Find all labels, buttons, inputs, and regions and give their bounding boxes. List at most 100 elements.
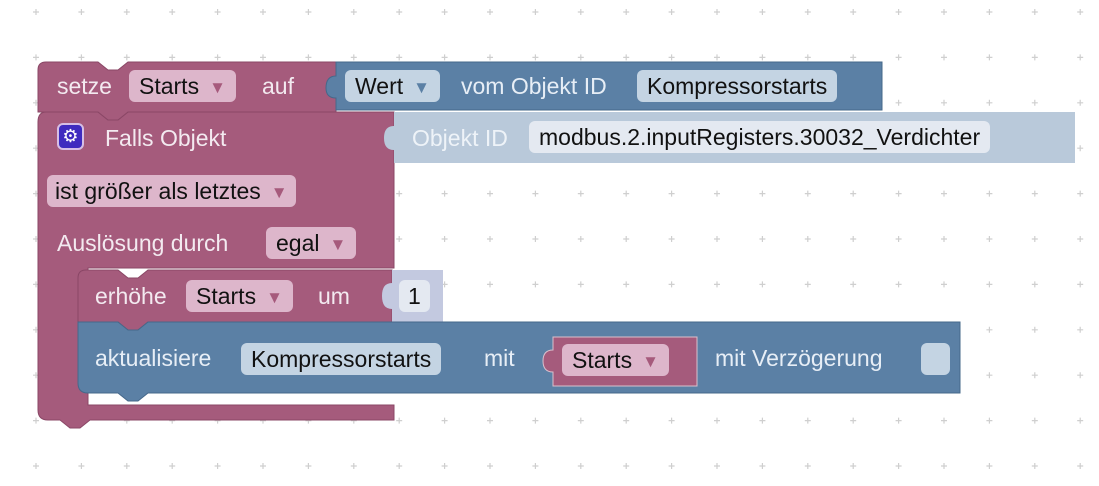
grid-dot: [714, 54, 720, 61]
dropdown-arrow-icon: ▼: [413, 78, 430, 97]
grid-dot: [1031, 54, 1038, 61]
grid-dot: [850, 463, 857, 469]
value-attribute-dropdown[interactable]: Wert ▼: [345, 70, 440, 102]
dropdown-arrow-icon: ▼: [266, 288, 283, 307]
grid-dot: [214, 54, 221, 61]
grid-dot: [986, 326, 993, 333]
grid-dot: [986, 281, 993, 288]
grid-dot: [78, 54, 85, 61]
grid-dot: [895, 99, 902, 106]
grid-dot: [759, 9, 766, 15]
value-object-id-field[interactable]: Kompressorstarts: [637, 70, 838, 102]
set-variable-value: Starts: [139, 73, 200, 99]
grid-dot: [986, 463, 993, 469]
trigger-by-value: egal: [276, 230, 320, 256]
grid-dot: [623, 417, 630, 424]
update-with-label: mit: [484, 345, 515, 371]
trigger-object-id-field[interactable]: modbus.2.inputRegisters.30032_Verdichter: [529, 121, 991, 153]
set-suffix-label: auf: [262, 73, 294, 99]
grid-dot: [941, 190, 947, 197]
dropdown-arrow-icon: ▼: [209, 78, 226, 97]
grid-dot: [123, 463, 130, 469]
update-object-field[interactable]: Kompressorstarts: [241, 343, 442, 375]
grid-dot: [441, 463, 448, 469]
grid-dot: [305, 54, 312, 61]
grid-dot: [804, 236, 811, 242]
grid-dot: [1077, 54, 1084, 61]
grid-dot: [941, 54, 947, 61]
grid-dot: [986, 417, 993, 424]
grid-dot: [123, 54, 130, 61]
grid-dot: [668, 236, 675, 242]
grid-dot: [623, 236, 630, 242]
grid-dot: [941, 417, 947, 424]
grid-dot: [895, 236, 902, 242]
grid-dot: [895, 463, 902, 469]
value-attribute-value: Wert: [355, 73, 404, 99]
delay-checkbox[interactable]: [921, 343, 950, 375]
grid-dot: [895, 417, 902, 424]
grid-dot: [260, 54, 266, 61]
grid-dot: [532, 417, 539, 424]
grid-dot: [1031, 99, 1038, 106]
grid-dot: [396, 190, 403, 197]
grid-dot: [577, 236, 584, 242]
grid-dot: [1077, 9, 1084, 15]
grid-dot: [260, 463, 266, 469]
grid-dot: [487, 281, 493, 288]
grid-dot: [623, 463, 630, 469]
grid-dot: [668, 190, 675, 197]
grid-dot: [1031, 463, 1038, 469]
grid-dot: [577, 9, 584, 15]
from-object-label: vom Objekt ID: [461, 73, 607, 99]
grid-dot: [532, 9, 539, 15]
grid-dot: [1031, 372, 1038, 379]
set-prefix-label: setze: [57, 73, 112, 99]
grid-dot: [33, 463, 39, 469]
grid-dot: [577, 190, 584, 197]
grid-dot: [532, 190, 539, 197]
update-block-body[interactable]: [77, 321, 961, 402]
grid-dot: [396, 236, 403, 242]
grid-dot: [986, 190, 993, 197]
increment-variable-dropdown[interactable]: Starts ▼: [186, 280, 293, 312]
grid-dot: [305, 463, 312, 469]
trigger-title-label: Falls Objekt: [105, 125, 227, 151]
grid-dot: [804, 190, 811, 197]
grid-dot: [668, 417, 675, 424]
grid-dot: [759, 463, 766, 469]
grid-dot: [850, 281, 857, 288]
grid-dot: [668, 281, 675, 288]
grid-dot: [396, 9, 403, 15]
increment-variable-value: Starts: [196, 283, 257, 309]
grid-dot: [759, 281, 766, 288]
grid-dot: [986, 236, 993, 242]
grid-dot: [577, 54, 584, 61]
grid-dot: [895, 190, 902, 197]
trigger-by-dropdown[interactable]: egal▼: [266, 227, 357, 259]
grid-dot: [759, 54, 766, 61]
increment-suffix-label: um: [318, 283, 350, 309]
grid-dot: [441, 190, 448, 197]
grid-dot: [986, 54, 993, 61]
grid-dot: [1031, 9, 1038, 15]
grid-dot: [350, 463, 357, 469]
grid-dot: [1031, 236, 1038, 242]
grid-dot: [532, 281, 539, 288]
grid-dot: [305, 9, 312, 15]
condition-dropdown[interactable]: ist größer als letztes▼: [47, 175, 296, 207]
grid-dot: [759, 190, 766, 197]
gear-icon[interactable]: ⚙: [57, 123, 84, 150]
set-variable-dropdown[interactable]: Starts ▼: [129, 70, 236, 102]
grid-dot: [1031, 417, 1038, 424]
update-value-variable: Starts: [572, 347, 633, 373]
grid-dot: [169, 9, 176, 15]
dropdown-arrow-icon: ▼: [270, 183, 288, 202]
grid-dot: [986, 99, 993, 106]
grid-dot: [1077, 99, 1084, 106]
grid-dot: [850, 9, 857, 15]
grid-dot: [532, 236, 539, 242]
increment-amount-field[interactable]: 1: [399, 280, 430, 312]
update-value-variable-dropdown[interactable]: Starts▼: [562, 344, 669, 376]
grid-dot: [396, 54, 403, 61]
